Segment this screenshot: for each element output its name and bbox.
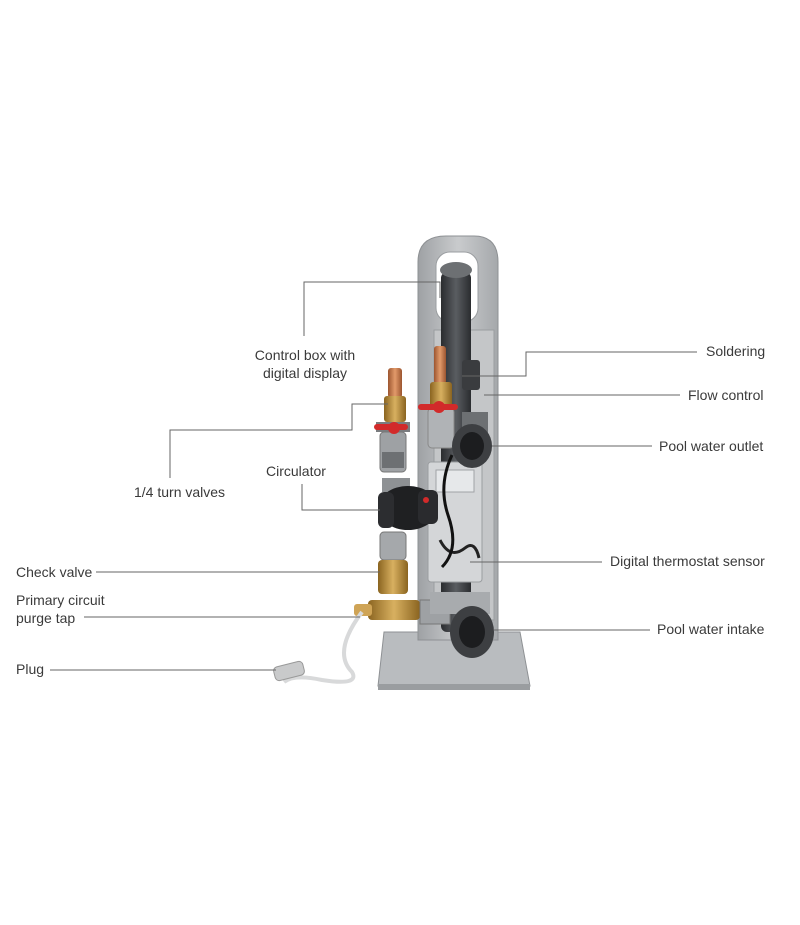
label-control-box-line1: Control box with <box>254 347 356 363</box>
label-pool-water-intake: Pool water intake <box>657 621 765 637</box>
label-control-box: Control box with digital display <box>236 346 374 382</box>
leader-turn-valves <box>169 403 388 478</box>
label-pool-water-outlet: Pool water outlet <box>659 438 764 454</box>
pool-outlet-pipe <box>452 412 492 468</box>
check-valve-body <box>378 531 408 594</box>
label-primary-circuit-line2: purge tap <box>16 610 76 626</box>
label-circulator: Circulator <box>266 463 326 479</box>
left-valve-handle <box>374 422 408 434</box>
leader-lines <box>50 281 697 671</box>
right-valve-assembly <box>427 346 480 449</box>
right-valve-handle <box>418 401 458 413</box>
label-check-valve: Check valve <box>16 564 93 580</box>
label-plug: Plug <box>16 661 45 677</box>
circulator-pump <box>378 478 438 530</box>
leader-soldering <box>462 351 697 377</box>
label-digital-thermostat-sensor: Digital thermostat sensor <box>610 553 765 569</box>
leader-circulator <box>301 484 380 511</box>
label-control-box-line2: digital display <box>262 365 348 381</box>
label-flow-control: Flow control <box>688 387 764 403</box>
label-soldering: Soldering <box>706 343 766 359</box>
left-valve-assembly <box>376 368 410 473</box>
label-primary-circuit-line1: Primary circuit <box>16 592 105 608</box>
label-primary-circuit: Primary circuit purge tap <box>16 591 105 627</box>
leader-control-box <box>303 281 441 336</box>
label-turn-valves: 1/4 turn valves <box>134 484 226 500</box>
pool-intake-pipe <box>430 592 494 658</box>
power-cable <box>273 610 364 684</box>
